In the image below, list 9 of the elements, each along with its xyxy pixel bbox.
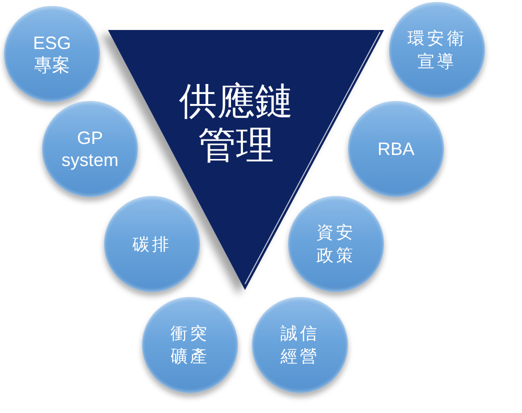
circle-label: 誠信經營	[279, 323, 321, 368]
circle-label: 環安衛宣導	[406, 28, 468, 73]
circle-label: GP system	[60, 127, 120, 171]
circle-label: 資安政策	[315, 222, 357, 267]
circle-label: 衝突礦產	[169, 323, 211, 368]
circle-label: RBA	[376, 138, 416, 160]
circle-label: ESG 專案	[32, 32, 72, 76]
triangle-label: 供應鏈管理	[178, 80, 294, 168]
circle-label: 碳排	[131, 234, 173, 256]
